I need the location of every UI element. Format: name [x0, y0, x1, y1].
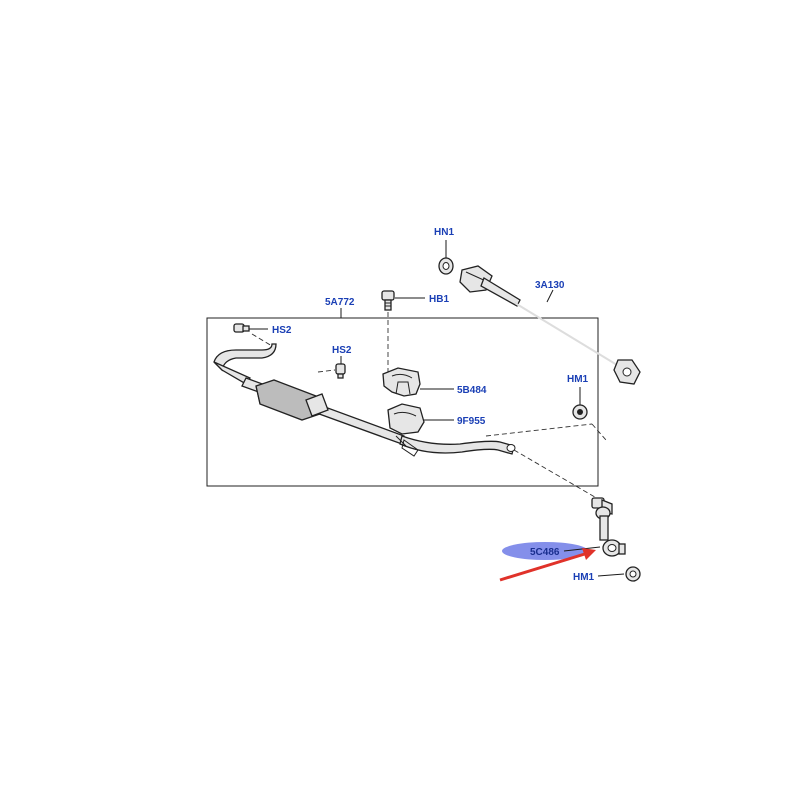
- hn1-nut: [438, 257, 454, 275]
- callout-3a130: 3A130: [535, 280, 565, 291]
- callout-hs2-left: HS2: [272, 325, 292, 336]
- callout-5b484: 5B484: [457, 385, 487, 396]
- stabilizer-bar: [213, 343, 516, 457]
- callout-hs2-mid: HS2: [332, 345, 352, 356]
- assembly-frame: [206, 317, 599, 487]
- callout-hm1-bottom: HM1: [573, 572, 595, 583]
- callout-hn1: HN1: [434, 227, 454, 238]
- callout-hm1-top: HM1: [567, 374, 589, 385]
- bracket-5b484: [382, 367, 421, 397]
- highlight-ellipse: [502, 542, 588, 560]
- hb1-bolt: [381, 290, 395, 311]
- red-arrow-icon: [499, 548, 596, 582]
- alignment-line-1: [513, 449, 601, 501]
- callout-hb1: HB1: [429, 294, 449, 305]
- alignment-line-2: [485, 423, 593, 437]
- hs2-left-stud: [233, 323, 250, 333]
- callout-9f955: 9F955: [457, 416, 486, 427]
- hm1-bottom-nut: [625, 566, 641, 582]
- stabilizer-link-5c486: [591, 497, 626, 557]
- hm1-top-nut: [572, 404, 588, 420]
- tie-rod-3a130: [459, 265, 641, 385]
- callout-5c486: 5C486: [530, 547, 560, 558]
- alignment-line-3: [591, 423, 607, 441]
- bushing-9f955: [387, 403, 425, 435]
- callout-5a772: 5A772: [325, 297, 355, 308]
- hs2-mid-stud: [335, 363, 346, 379]
